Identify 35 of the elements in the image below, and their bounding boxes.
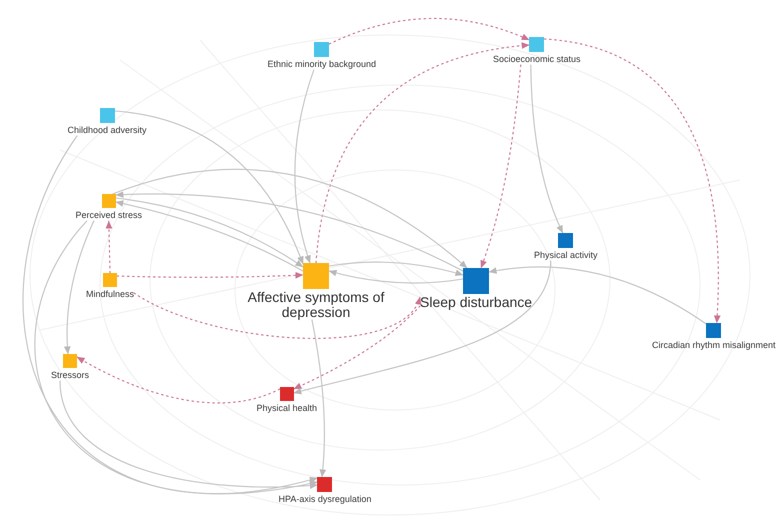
- node-label: Circadian rhythm misalignment: [652, 340, 776, 351]
- node-label: Childhood adversity: [68, 125, 147, 136]
- node-label: Stressors: [51, 370, 90, 381]
- arrow: [328, 262, 464, 276]
- arrow: [293, 260, 552, 394]
- dashed-arrow: [106, 220, 112, 274]
- node-label: Perceived stress: [76, 210, 142, 221]
- dashed-arrow: [76, 356, 280, 404]
- dashed-arrow: [480, 64, 522, 269]
- node-label: Ethnic minority background: [268, 59, 376, 70]
- arrow: [488, 266, 707, 325]
- arrow: [114, 110, 304, 265]
- arrow: [311, 319, 326, 478]
- dashed-arrow: [133, 292, 421, 339]
- node-label: Physical activity: [534, 250, 598, 261]
- arrow: [64, 220, 94, 355]
- dashed-arrow: [293, 305, 421, 390]
- arrow: [22, 135, 318, 494]
- arrow: [294, 69, 314, 264]
- node-label: Socioeconomic status: [493, 54, 581, 65]
- arrow: [115, 191, 464, 272]
- dashed-arrow: [116, 272, 304, 279]
- dashed-arrow: [328, 18, 530, 45]
- arrow: [34, 220, 318, 494]
- node-label: HPA-axis dysregulation: [278, 494, 372, 505]
- arrow: [59, 380, 318, 489]
- arrow: [112, 168, 468, 269]
- dashed-arrow: [544, 38, 720, 324]
- node-label: Mindfulness: [86, 289, 134, 300]
- node-label: Physical health: [256, 403, 318, 414]
- arrow: [530, 64, 564, 234]
- node-label: Affective symptoms of depression: [246, 290, 386, 320]
- dashed-arrow: [315, 42, 530, 264]
- node-label: Sleep disturbance: [420, 295, 532, 310]
- arrow: [328, 270, 464, 284]
